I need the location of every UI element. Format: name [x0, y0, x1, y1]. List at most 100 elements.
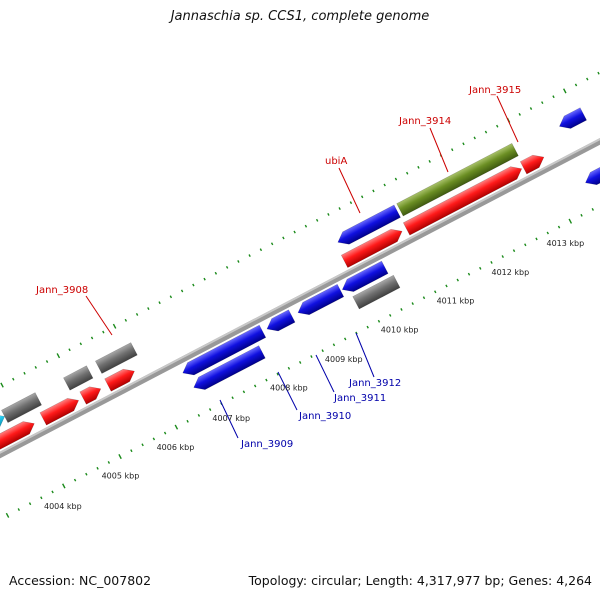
tick-mark: [141, 443, 144, 447]
gene-labels: Jann_3908ubiAJann_3914Jann_3915Jann_3909…: [35, 85, 521, 450]
kbp-tick-label: 4013 kbp: [547, 239, 585, 248]
tick-mark: [496, 124, 499, 128]
tick-mark: [338, 207, 341, 210]
cds-reverse: [341, 260, 389, 292]
tick-mark: [428, 160, 431, 163]
tick-mark: [5, 512, 10, 518]
tick-mark: [253, 384, 257, 388]
gene-other: [63, 365, 94, 391]
cds-reverse: [193, 345, 266, 390]
kbp-tick-label: 4006 kbp: [157, 443, 195, 452]
tick-mark: [56, 353, 61, 359]
tick-mark: [40, 496, 43, 500]
tick-mark: [34, 365, 37, 369]
kbp-tick-label: 4011 kbp: [437, 297, 475, 306]
tick-mark: [597, 71, 600, 75]
tick-mark: [524, 243, 527, 247]
tick-mark: [163, 431, 167, 435]
tick-mark: [68, 348, 71, 352]
tick-mark: [287, 366, 291, 370]
tick-mark: [265, 378, 268, 382]
tick-mark: [490, 260, 493, 264]
kbp-tick-label: 4012 kbp: [492, 268, 530, 277]
tick-mark: [12, 377, 15, 381]
tick-mark: [259, 248, 263, 252]
gene-other: [95, 342, 138, 374]
cds-forward: [340, 228, 403, 268]
tick-mark: [197, 413, 201, 417]
tick-mark: [568, 218, 573, 224]
cds-forward: [79, 386, 102, 405]
kbp-tick-label: 4010 kbp: [381, 326, 419, 335]
tick-mark: [237, 260, 240, 263]
cds-reverse: [585, 160, 600, 186]
tick-mark: [400, 308, 403, 311]
tick-mark: [343, 337, 347, 341]
gene-label: Jann_3912: [348, 378, 401, 389]
tick-mark: [270, 242, 274, 246]
tick-mark: [462, 142, 465, 146]
rna-gene: [0, 414, 6, 438]
tick-mark: [293, 230, 296, 234]
gene-label: Jann_3914: [398, 116, 451, 127]
gene-other: [352, 274, 401, 310]
tick-mark: [422, 296, 426, 300]
tick-mark: [23, 371, 26, 375]
cds-reverse: [266, 309, 296, 332]
tick-mark: [405, 171, 409, 175]
kbp-tick-label: 4007 kbp: [212, 414, 250, 423]
gene-label-leader: [85, 295, 113, 336]
tick-mark: [557, 225, 561, 229]
tick-mark: [332, 343, 336, 347]
cds-reverse: [559, 107, 587, 129]
cds-forward: [402, 166, 523, 236]
tick-mark: [383, 183, 386, 187]
gene-features: [0, 107, 600, 456]
tick-mark: [563, 88, 567, 94]
tick-mark: [479, 266, 482, 270]
tick-mark: [535, 237, 538, 241]
tick-mark: [79, 342, 83, 346]
tick-mark: [417, 165, 420, 169]
tick-mark: [591, 208, 595, 211]
gene-label-leader: [315, 354, 335, 393]
tick-mark: [546, 231, 549, 235]
tick-mark: [203, 277, 206, 281]
tick-mark: [90, 336, 94, 340]
tick-mark: [214, 271, 218, 275]
gene-label-leader: [355, 332, 375, 378]
cds-forward: [39, 398, 79, 426]
tick-mark: [45, 360, 49, 363]
tick-mark: [282, 236, 285, 240]
tick-mark: [473, 136, 476, 140]
tick-mark: [451, 148, 454, 152]
gene-highlighted: [396, 143, 519, 217]
tick-mark: [304, 224, 308, 228]
gene-other: [1, 392, 42, 423]
cds-reverse: [297, 283, 345, 316]
tick-mark: [192, 283, 195, 287]
cds-reverse: [182, 324, 267, 376]
gene-label-leader: [277, 371, 298, 411]
tick-mark: [225, 265, 229, 269]
tick-mark: [467, 272, 471, 276]
gene-label: Jann_3911: [333, 393, 386, 404]
tick-mark: [51, 490, 54, 494]
genome-backbone: [0, 118, 600, 477]
tick-mark: [411, 302, 414, 306]
tick-mark: [169, 295, 173, 299]
cds-forward: [0, 421, 35, 456]
gene-label: Jann_3908: [35, 285, 88, 296]
cds-forward: [519, 154, 545, 175]
tick-mark: [186, 419, 189, 423]
tick-mark: [327, 212, 330, 216]
tick-mark: [552, 95, 555, 99]
gene-label: Jann_3909: [240, 439, 293, 450]
gene-label: Jann_3915: [468, 85, 521, 96]
tick-mark: [208, 408, 212, 411]
tick-mark: [124, 318, 128, 322]
tick-mark: [541, 101, 544, 105]
tick-mark: [512, 249, 516, 253]
tick-mark: [231, 396, 234, 400]
gene-label-leader: [219, 399, 239, 439]
